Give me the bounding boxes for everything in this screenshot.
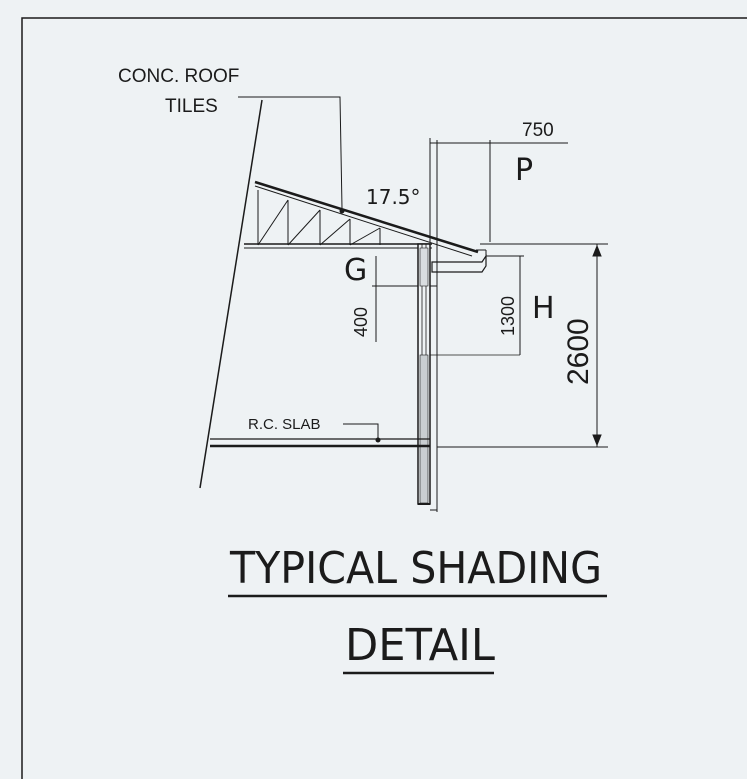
window-value-label: 1300 <box>498 296 518 336</box>
slab-leader-dot <box>375 437 381 443</box>
wall-section <box>417 243 431 505</box>
roof-truss <box>244 180 479 257</box>
gap-dimension <box>372 256 418 342</box>
overhang-symbol-label: P <box>515 153 533 188</box>
sheet-border <box>21 17 747 779</box>
roof-angle-label: 17.5° <box>366 185 421 209</box>
title-line2: DETAIL <box>345 620 495 671</box>
title-line1: TYPICAL SHADING <box>229 543 602 594</box>
window-symbol-label: H <box>532 291 555 326</box>
roof-tiles-label-line1: CONC. ROOF <box>118 66 239 87</box>
overhang-dimension <box>429 138 568 512</box>
slab-label: R.C. SLAB <box>248 416 321 433</box>
ground-boundary-line <box>199 99 263 489</box>
roof-tiles-label-line2: TILES <box>165 96 218 117</box>
roof-tiles-leader-dot <box>339 208 345 214</box>
gap-symbol-label: G <box>344 253 367 288</box>
rc-slab <box>210 438 430 448</box>
roof-tiles-leader <box>238 96 343 209</box>
gutter <box>431 254 487 273</box>
overhang-value-label: 750 <box>522 120 554 141</box>
total-height-dimension <box>437 243 608 448</box>
window-height-dimension <box>486 255 524 355</box>
gap-value-label: 400 <box>351 307 371 337</box>
total-height-label: 2600 <box>562 318 595 385</box>
slab-leader <box>343 423 379 440</box>
